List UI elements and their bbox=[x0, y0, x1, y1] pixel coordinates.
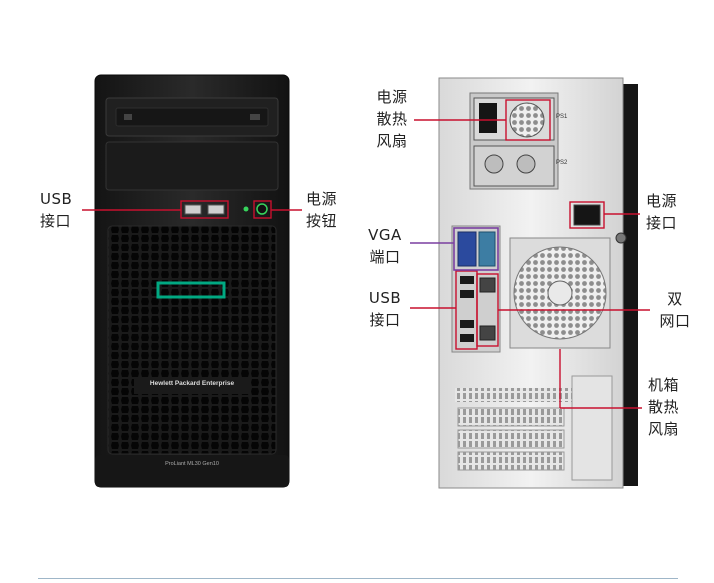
pcie-slot-3 bbox=[457, 451, 565, 471]
psu-fan-label: 电源 散热 风扇 bbox=[376, 88, 408, 150]
psu-1-fan bbox=[509, 102, 545, 138]
bottom-divider bbox=[38, 578, 678, 579]
psu-1-label: PS1 bbox=[556, 114, 568, 120]
psu-2-knob-1 bbox=[484, 154, 504, 174]
power-port-box bbox=[569, 201, 605, 229]
dual-nic-label: 双 网口 bbox=[659, 290, 691, 330]
case-fan-label: 机箱 散热 风扇 bbox=[648, 376, 680, 438]
psu-2-knob-2 bbox=[516, 154, 536, 174]
front-brand-text: Hewlett Packard Enterprise bbox=[149, 380, 235, 387]
brand-plate bbox=[134, 378, 250, 394]
rear-usb-3 bbox=[460, 320, 474, 328]
rear-usb-4 bbox=[460, 334, 474, 342]
rear-usb-2 bbox=[460, 290, 474, 298]
expansion-bay bbox=[105, 141, 279, 191]
slot-bracket-panel bbox=[571, 375, 613, 481]
rear-server bbox=[438, 77, 638, 489]
vga-callout bbox=[410, 227, 499, 271]
usb-front-label: USB 接口 bbox=[40, 190, 73, 230]
rear-usb-1 bbox=[460, 276, 474, 284]
nic-port-1 bbox=[479, 277, 496, 293]
vga-port bbox=[457, 231, 477, 267]
case-fan-hub bbox=[547, 280, 573, 306]
expansion-vent bbox=[455, 388, 573, 402]
power-port-label: 电源 接口 bbox=[646, 192, 678, 232]
power-button bbox=[256, 203, 268, 215]
pcie-slot-2 bbox=[457, 429, 565, 449]
front-usb-port-1 bbox=[184, 204, 202, 215]
psu-1-inlet bbox=[479, 103, 497, 133]
power-button-label: 电源 按钮 bbox=[306, 190, 338, 230]
usb-rear-label: USB 接口 bbox=[368, 289, 402, 329]
rear-screw bbox=[615, 232, 627, 244]
power-port bbox=[573, 204, 601, 226]
front-model-text: ProLiant ML30 Gen10 bbox=[165, 461, 219, 467]
drive-eject bbox=[250, 114, 260, 120]
callout-lines bbox=[82, 99, 650, 409]
rear-case-shadow bbox=[620, 84, 638, 486]
optical-drive bbox=[115, 107, 269, 127]
front-server bbox=[94, 74, 290, 488]
nic-port-2 bbox=[479, 325, 496, 341]
vga-label: VGA 端口 bbox=[368, 226, 402, 266]
status-led bbox=[243, 206, 249, 212]
pcie-slot-1 bbox=[457, 407, 565, 427]
front-mesh-bezel bbox=[107, 225, 277, 455]
front-usb-port-2 bbox=[207, 204, 225, 215]
model-plate bbox=[155, 460, 229, 472]
psu-2-label: PS2 bbox=[556, 160, 568, 166]
hpe-logo-bar bbox=[156, 281, 226, 299]
vga-box bbox=[453, 227, 499, 271]
serial-port bbox=[478, 231, 496, 267]
drive-indicator bbox=[124, 114, 132, 120]
